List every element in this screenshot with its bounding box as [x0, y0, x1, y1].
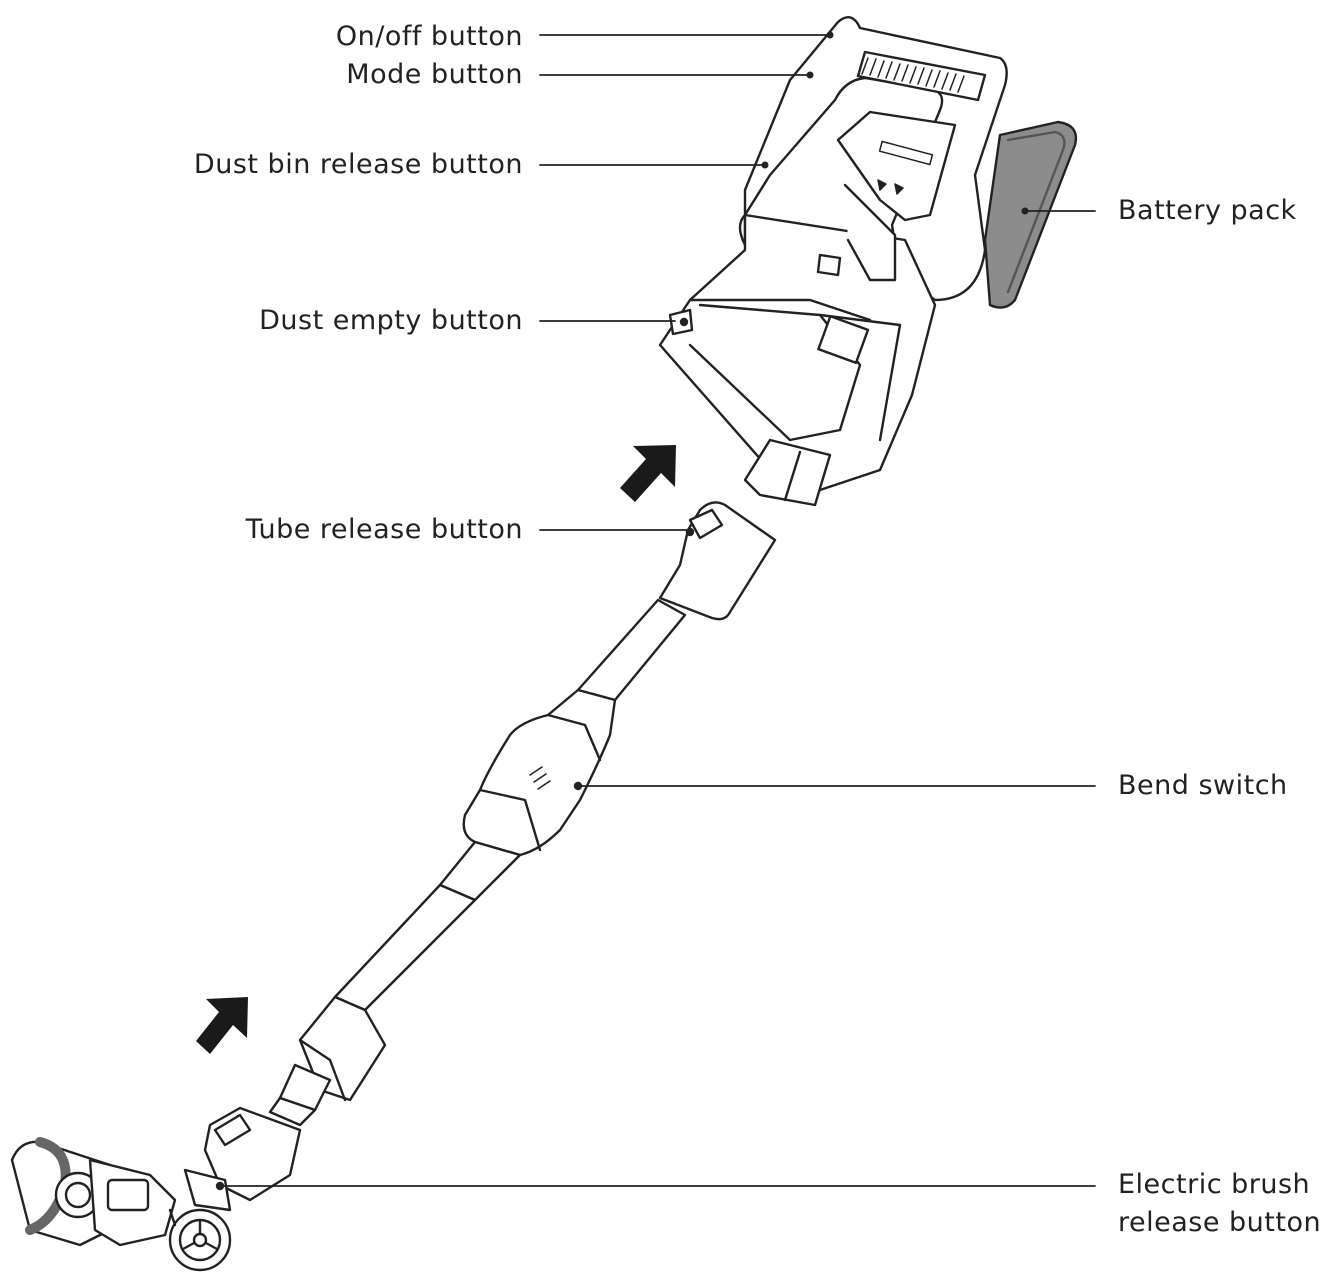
label-mode-button: Mode button: [346, 59, 523, 90]
leader-lines: [219, 34, 1096, 1187]
label-bend-switch: Bend switch: [1118, 770, 1288, 801]
dust-empty-dot: [679, 317, 689, 327]
label-dust-bin-release-button: Dust bin release button: [193, 149, 523, 180]
label-dust-empty-button: Dust empty button: [259, 305, 523, 336]
label-on-off-button: On/off button: [335, 21, 523, 52]
label-electric-brush-line2: release button: [1118, 1207, 1322, 1238]
arrow-up-right-icon: [196, 997, 248, 1054]
label-electric-brush-line1: Electric brush: [1118, 1169, 1311, 1200]
main-body: [658, 16, 1078, 507]
main-nozzle: [743, 438, 832, 507]
arrow-up-right-icon: [620, 445, 676, 502]
battery-pack: [983, 120, 1078, 309]
display-panel: [836, 110, 957, 222]
tube-assembly: [268, 501, 777, 1127]
bend-joint: [462, 688, 617, 857]
electric-brush: [10, 1106, 302, 1272]
label-battery-pack: Battery pack: [1118, 195, 1297, 226]
grip-texture: [861, 57, 965, 93]
label-tube-release-button: Tube release button: [245, 514, 523, 545]
